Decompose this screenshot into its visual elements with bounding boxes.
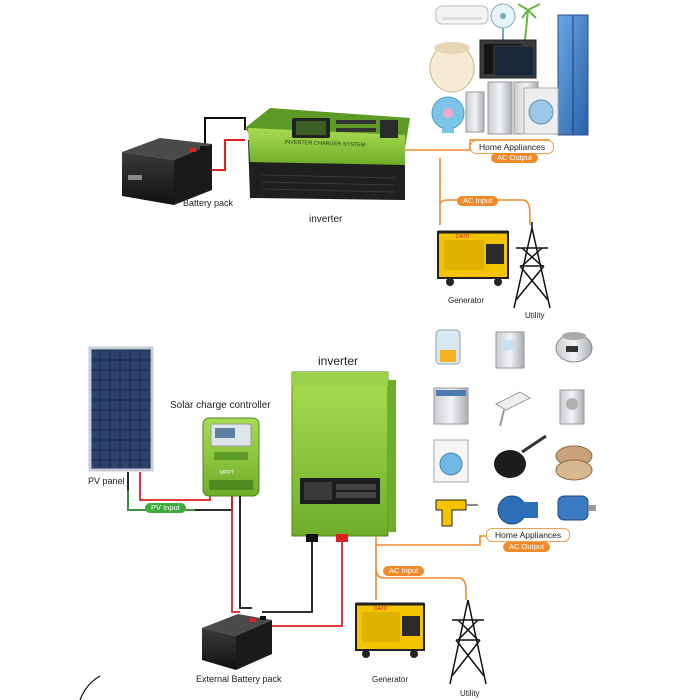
appliance-water-dispenser [495,331,525,369]
bottom-appliances-label: Home Appliances [486,528,571,542]
top-ac-output-pill: AC Output [491,153,539,163]
bottom-generator-label: Generator [372,675,409,684]
bottom-home-appliances [433,329,596,527]
appliance-hand-mixer [494,391,532,427]
appliance-power-drill [435,499,478,527]
top-battery-wires [204,117,246,171]
appliance-waffle-maker [555,445,593,481]
top-battery-label: Battery pack [183,198,234,208]
top-ac-input-pill: AC Input [457,196,499,206]
top-inverter-panel-text: INVERTER CHARGER SYSTEM [285,140,366,149]
bottom-utility-label: Utility [460,689,480,698]
appliance-juicer [435,329,461,365]
appliance-washing-machine [433,439,469,483]
controller-badge: MPPT [220,470,234,476]
appliance-electric-motor [557,495,596,521]
top-battery-pack [122,138,212,205]
bottom-utility-tower [449,599,487,685]
appliance-dishwasher [433,387,469,425]
top-inverter-label: inverter [309,214,343,225]
controller-label: Solar charge controller [170,400,271,411]
bottom-generator [355,602,425,658]
top-utility-label: Utility [525,311,545,320]
bottom-inverter-label: inverter [318,354,359,368]
external-battery-label: External Battery pack [196,674,282,684]
external-battery-pack [202,614,272,670]
top-inverter [245,108,410,200]
top-appliances-label: Home Appliances [470,140,555,154]
bottom-ac-input-pill: AC Input [383,566,425,576]
solar-charge-controller [202,417,260,497]
appliance-slow-cooker [555,332,593,363]
pv-input-pill: PV Input [145,503,186,513]
appliance-meat-grinder [559,389,585,425]
pv-panel-label: PV panel [88,476,125,486]
inverter-battery-wires [262,542,343,627]
top-generator-brand: DATO [456,234,470,240]
bottom-inverter [291,371,396,542]
bottom-ac-output-pill: AC Output [503,542,551,552]
top-generator [437,230,509,286]
pv-panel [88,346,154,472]
top-generator-label: Generator [448,296,485,305]
decorative-arc [79,675,101,700]
appliance-frying-pan [494,434,547,478]
controller-battery-wires [231,496,252,613]
top-home-appliances [429,3,589,136]
bottom-generator-brand: DATO [374,606,388,612]
top-utility-tower [513,222,551,309]
appliance-water-pump [497,495,538,525]
